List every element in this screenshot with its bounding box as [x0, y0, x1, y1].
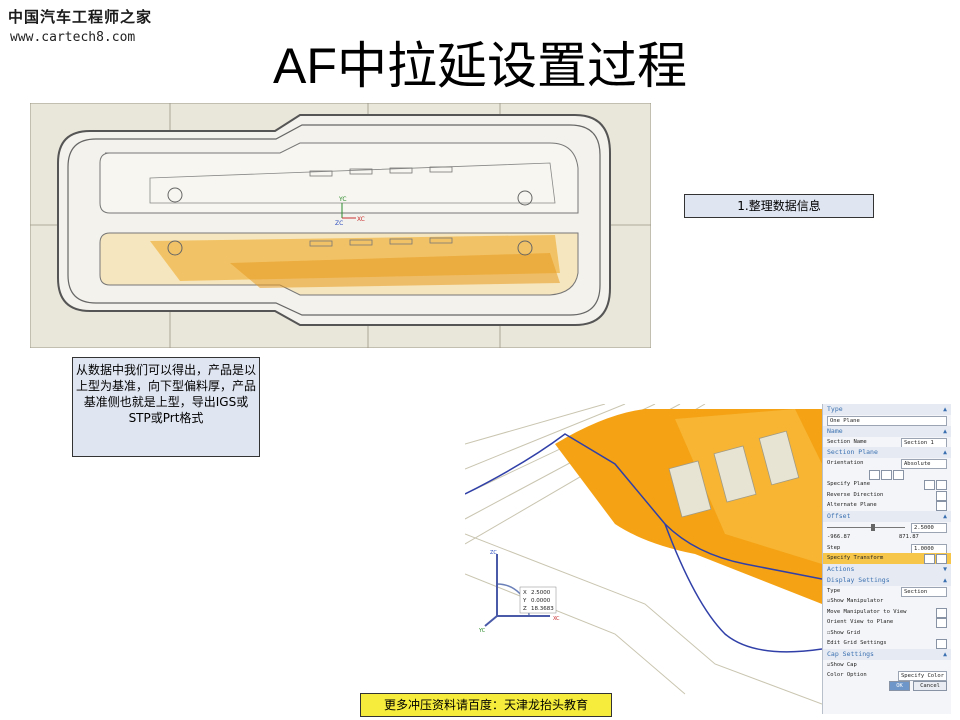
orient-view-label: Orient View to Plane — [827, 619, 894, 625]
alternate-plane-label: Alternate Plane — [827, 502, 877, 508]
plane-z-icon[interactable] — [893, 469, 904, 480]
section-name-label: Section Name — [827, 438, 867, 445]
offset-min-label: -966.87 — [827, 534, 851, 540]
offset-max-label: 871.87 — [899, 534, 919, 540]
name-section-header[interactable]: Name ▲ — [823, 425, 951, 437]
ok-button[interactable]: OK — [889, 680, 910, 691]
alternate-plane-icon[interactable] — [936, 501, 947, 511]
display-settings-header[interactable]: Display Settings ▲ — [823, 574, 951, 586]
plane-picker-icon[interactable] — [924, 480, 935, 490]
collapse-icon[interactable]: ▲ — [943, 575, 947, 584]
display-settings-header-label: Display Settings — [827, 575, 890, 584]
move-manipulator-icon[interactable] — [936, 607, 947, 618]
display-type-label: Type — [827, 587, 841, 594]
orient-view-icon[interactable] — [936, 618, 947, 628]
display-type-dropdown[interactable]: Section — [901, 586, 947, 597]
edit-grid-icon[interactable] — [936, 639, 947, 649]
plane-x-icon[interactable] — [869, 469, 880, 480]
show-cap-label: Show Cap — [830, 661, 857, 668]
type-dropdown[interactable]: One Plane — [827, 416, 947, 426]
show-cap-checkbox[interactable]: ☑ — [827, 661, 831, 668]
triad-x-label: X — [523, 590, 527, 596]
triad-x-value[interactable]: 2.5000 — [531, 590, 551, 596]
type-section-header[interactable]: Type ▲ — [823, 404, 951, 415]
zc-axis-label: ZC — [335, 220, 343, 227]
triad-z-label: Z — [523, 606, 527, 612]
slide-title: AF中拉延设置过程 — [273, 38, 687, 94]
show-manipulator-label: Show Manipulator — [830, 598, 884, 604]
offset-slider-track[interactable] — [827, 526, 905, 528]
site-url: www.cartech8.com — [10, 30, 136, 45]
step-value-input[interactable]: 1.0000 — [911, 543, 947, 554]
show-manipulator-checkbox[interactable]: ☑ — [827, 598, 831, 604]
collapse-icon[interactable]: ▲ — [943, 511, 947, 520]
specify-plane-label: Specify Plane — [827, 481, 871, 487]
move-manipulator-label: Move Manipulator to View — [827, 608, 907, 615]
color-option-dropdown[interactable]: Specify Color — [897, 671, 947, 681]
triad-yc-label: YC — [478, 628, 486, 634]
reverse-direction-icon[interactable] — [936, 490, 947, 501]
expand-icon[interactable]: ▼ — [943, 564, 947, 573]
cancel-button[interactable]: Cancel — [913, 680, 947, 691]
yc-axis-label: YC — [338, 196, 347, 203]
plane-y-icon[interactable] — [881, 469, 892, 480]
step-label-box: 1.整理数据信息 — [684, 194, 874, 218]
name-header-label: Name — [827, 426, 843, 435]
triad-y-value[interactable]: 0.0000 — [531, 598, 551, 604]
offset-section-header[interactable]: Offset ▲ — [823, 510, 951, 522]
cad-section-view: X 2.5000 Y 0.0000 Z 18.3683 XC YC ZC — [465, 404, 822, 710]
section-name-input[interactable]: Section 1 — [901, 437, 947, 448]
orientation-label: Orientation — [827, 460, 864, 466]
offset-slider-handle[interactable] — [871, 523, 875, 531]
cad-top-view: YC XC ZC — [30, 103, 651, 348]
plane-dropdown-icon[interactable] — [936, 480, 947, 490]
cap-settings-header-label: Cap Settings — [827, 649, 874, 658]
site-logo-text: 中国汽车工程师之家 — [8, 8, 153, 26]
triad-zc-label: ZC — [490, 550, 497, 556]
section-plane-header[interactable]: Section Plane ▲ — [823, 447, 951, 458]
show-grid-label: Show Grid — [830, 629, 861, 636]
specify-transform-row[interactable]: Specify Transform — [823, 553, 951, 564]
color-option-label: Color Option — [827, 672, 867, 678]
section-plane-header-label: Section Plane — [827, 448, 878, 456]
collapse-icon[interactable]: ▲ — [943, 649, 947, 658]
collapse-icon[interactable]: ▲ — [943, 448, 947, 456]
show-grid-checkbox[interactable]: ☐ — [827, 629, 831, 636]
collapse-icon[interactable]: ▲ — [943, 405, 947, 413]
transform-dropdown-icon[interactable] — [936, 554, 947, 564]
step-label: Step — [827, 544, 841, 551]
specify-transform-label: Specify Transform — [827, 555, 884, 561]
triad-y-label: Y — [522, 598, 527, 604]
actions-header-label: Actions — [827, 564, 855, 573]
type-header-label: Type — [827, 405, 843, 413]
reverse-direction-label: Reverse Direction — [827, 491, 884, 498]
triad-xc-label: XC — [553, 616, 560, 622]
xc-axis-label: XC — [357, 216, 365, 223]
triad-z-value[interactable]: 18.3683 — [531, 606, 554, 612]
collapse-icon[interactable]: ▲ — [943, 426, 947, 435]
edit-grid-label: Edit Grid Settings — [827, 640, 887, 646]
offset-header-label: Offset — [827, 511, 851, 520]
offset-value-input[interactable]: 2.5000 — [911, 522, 947, 533]
note-text-box: 从数据中我们可以得出，产品是以上型为基准，向下型偏料厚，产品基准侧也就是上型，导… — [72, 357, 260, 457]
orientation-dropdown[interactable]: Absolute — [901, 459, 947, 469]
footer-banner: 更多冲压资料请百度：天津龙抬头教育 — [360, 693, 612, 717]
cap-settings-header[interactable]: Cap Settings ▲ — [823, 648, 951, 660]
actions-section-header[interactable]: Actions ▼ — [823, 563, 951, 575]
transform-icon[interactable] — [924, 554, 935, 564]
